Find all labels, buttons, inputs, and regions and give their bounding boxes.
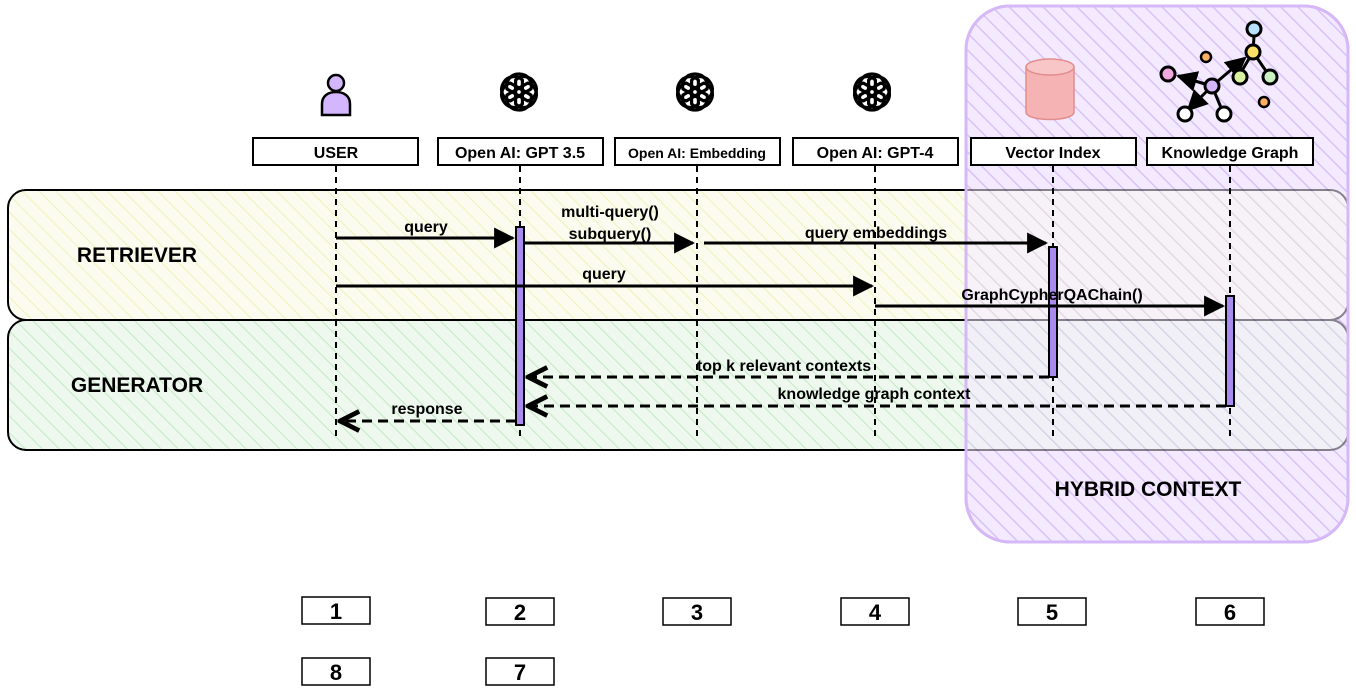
retriever-label: RETRIEVER (77, 244, 197, 267)
step-number-2: 2 (514, 600, 526, 625)
database-icon (1025, 58, 1075, 121)
hybrid-context-label: HYBRID CONTEXT (1055, 478, 1242, 501)
step-box-6 (1195, 597, 1265, 626)
participant-box-embedding (614, 137, 781, 166)
message-multi-query: multi-query() (561, 204, 659, 221)
activation-knowledge-graph (1225, 295, 1235, 407)
openai-icon (671, 70, 719, 114)
user-icon (320, 73, 352, 117)
step-box-2 (485, 597, 555, 626)
message-query-embeddings: query embeddings (805, 225, 947, 242)
message-top-k: top k relevant contexts (697, 358, 871, 375)
openai-icon (495, 70, 543, 114)
message-response: response (391, 401, 462, 418)
step-box-5 (1017, 597, 1087, 626)
activation-vector-index (1048, 246, 1058, 378)
step-number-1: 1 (330, 599, 342, 624)
step-number-8: 8 (330, 660, 342, 685)
participant-label-vector-index: Vector Index (1005, 145, 1100, 162)
step-box-3 (662, 597, 732, 626)
participant-label-gpt4: Open AI: GPT-4 (817, 145, 934, 162)
generator-label: GENERATOR (71, 374, 203, 397)
step-box-7 (485, 657, 555, 686)
step-box-8 (301, 657, 371, 686)
step-box-1 (301, 596, 371, 625)
step-number-4: 4 (869, 600, 882, 625)
participant-label-user: USER (314, 145, 359, 162)
participant-label-knowledge-graph: Knowledge Graph (1162, 145, 1299, 162)
participant-label-gpt35: Open AI: GPT 3.5 (455, 145, 585, 162)
message-query-1: query (404, 219, 448, 236)
message-kg-context: knowledge graph context (778, 386, 972, 403)
step-number-6: 6 (1224, 600, 1236, 625)
participant-box-vector-index (970, 137, 1137, 166)
step-number-3: 3 (691, 600, 703, 625)
step-number-7: 7 (514, 660, 526, 685)
message-graphcypher: GraphCypherQAChain() (961, 287, 1142, 304)
knowledge-graph-icon (1159, 20, 1279, 123)
activation-gpt35 (515, 226, 525, 426)
participant-box-gpt4 (792, 137, 959, 166)
step-number-5: 5 (1046, 600, 1058, 625)
participant-label-embedding: Open AI: Embedding (628, 145, 766, 161)
openai-icon (848, 70, 896, 114)
message-subquery: subquery() (569, 226, 652, 243)
step-box-4 (840, 597, 910, 626)
participant-box-user (252, 137, 419, 166)
participant-box-knowledge-graph (1146, 137, 1314, 166)
participant-box-gpt35 (437, 137, 604, 166)
hybrid-context-overlay (964, 4, 1350, 544)
message-query-2: query (582, 266, 626, 283)
